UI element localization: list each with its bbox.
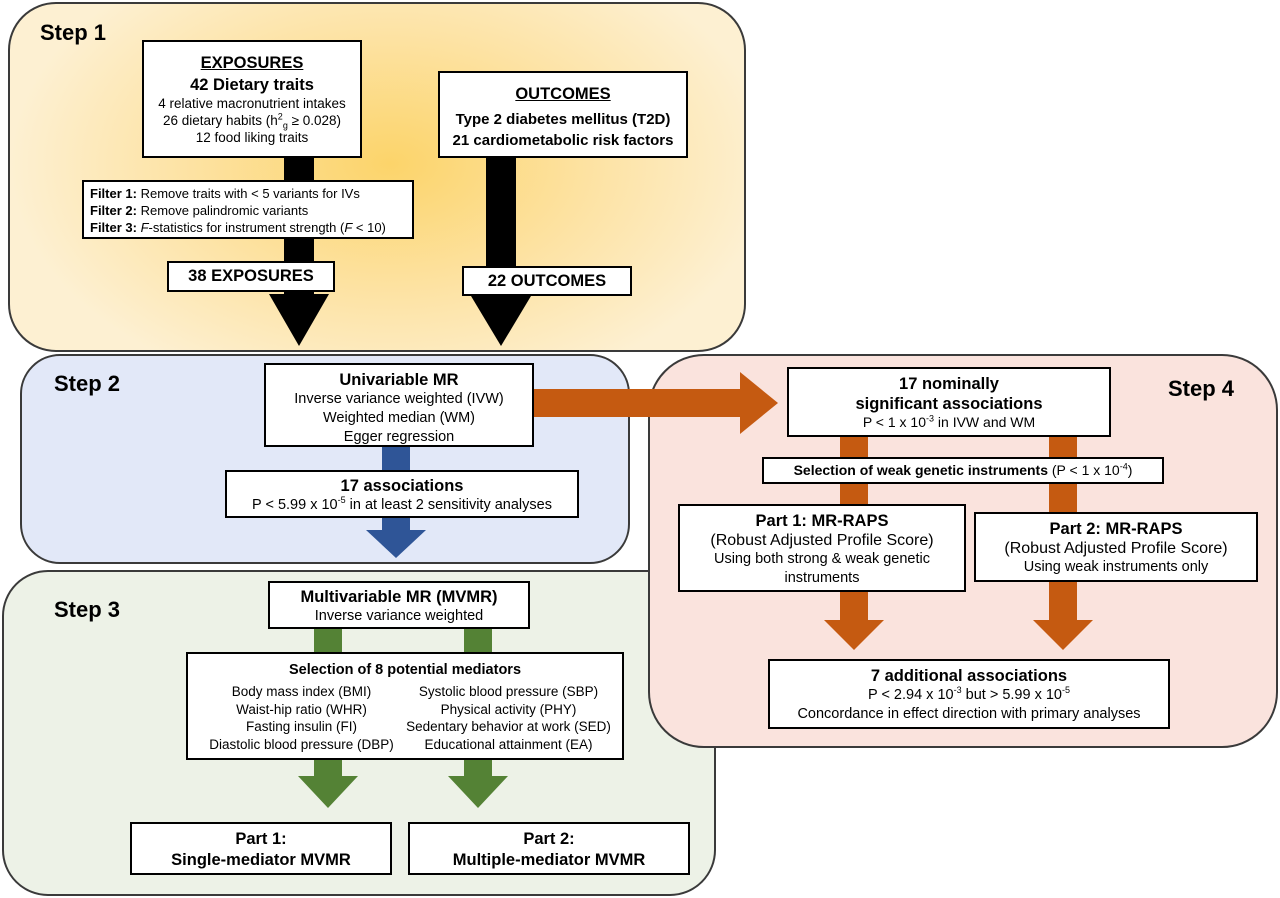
univariable-title: Univariable MR — [339, 371, 459, 389]
step1-label: Step 1 — [40, 20, 107, 45]
exposures-line1: 4 relative macronutrient intakes — [158, 96, 346, 111]
mvmr-part2-line2: Multiple-mediator MVMR — [452, 851, 646, 869]
exposures-count-box: 38 EXPOSURES — [167, 261, 335, 292]
mvmr-left-head — [298, 776, 358, 808]
outcomes-count-box: 22 OUTCOMES — [462, 266, 632, 296]
nominal-line1: 17 nominally — [899, 375, 999, 393]
mvmr-box: Multivariable MR (MVMR) Inverse variance… — [268, 581, 530, 629]
mediators-title: Selection of 8 potential mediators — [288, 662, 522, 678]
step3-label: Step 3 — [54, 597, 121, 622]
additional-title: 7 additional associations — [870, 667, 1068, 685]
step4-label: Step 4 — [1168, 376, 1235, 401]
filter2: Filter 2: Remove palindromic variants — [90, 203, 309, 218]
additional-box: 7 additional associations P < 2.94 x 10-… — [768, 659, 1170, 729]
filters-box: Filter 1: Remove traits with < 5 variant… — [82, 180, 414, 239]
mvmr-line1: Inverse variance weighted — [314, 608, 484, 624]
mediators-left-col: Body mass index (BMI) Waist-hip ratio (W… — [198, 683, 405, 753]
mediator-phy: Physical activity (PHY) — [440, 701, 577, 717]
outcomes-title: OUTCOMES — [515, 85, 611, 103]
nominal-line2: significant associations — [855, 395, 1043, 413]
mediator-ea: Educational attainment (EA) — [424, 736, 593, 752]
raps-part2-title: Part 2: MR-RAPS — [1049, 520, 1183, 538]
univariable-line2: Weighted median (WM) — [322, 410, 476, 426]
raps-part2-line2: Using weak instruments only — [1023, 559, 1209, 575]
exposures-arrow-head — [269, 294, 329, 346]
mvmr-part1-box: Part 1: Single-mediator MVMR — [130, 822, 392, 875]
mediator-bmi: Body mass index (BMI) — [231, 684, 372, 699]
nominal-line3: P < 1 x 10-3 in IVW and WM — [862, 413, 1036, 430]
outcomes-line2: 21 cardiometabolic risk factors — [452, 132, 674, 149]
associations-title: 17 associations — [340, 477, 464, 495]
raps-part1-line2: Using both strong & weak genetic — [713, 551, 930, 567]
univariable-box: Univariable MR Inverse variance weighted… — [264, 363, 534, 447]
step4-right-head — [1033, 620, 1093, 650]
nominal-box: 17 nominally significant associations P … — [787, 367, 1111, 437]
mediator-sbp: Systolic blood pressure (SBP) — [418, 684, 599, 699]
filter3: Filter 3: F-statistics for instrument st… — [90, 220, 386, 235]
mvmr-title: Multivariable MR (MVMR) — [300, 588, 498, 606]
mvmr-part2-line1: Part 2: — [523, 830, 575, 848]
mediator-sed: Sedentary behavior at work (SED) — [406, 719, 611, 734]
exposures-box: EXPOSURES 42 Dietary traits 4 relative m… — [142, 40, 362, 158]
outcomes-arrow-head — [471, 296, 531, 346]
mediators-box: Selection of 8 potential mediators Body … — [186, 652, 624, 760]
raps-part1-title: Part 1: MR-RAPS — [755, 512, 889, 530]
step2-label: Step 2 — [54, 371, 121, 396]
exposures-title: EXPOSURES — [200, 54, 304, 72]
outcomes-box: OUTCOMES Type 2 diabetes mellitus (T2D) … — [438, 71, 688, 158]
mvmr-part1-line2: Single-mediator MVMR — [171, 851, 351, 869]
exposures-line3: 12 food liking traits — [195, 130, 309, 145]
mediator-dbp: Diastolic blood pressure (DBP) — [209, 736, 394, 752]
mediator-fi: Fasting insulin (FI) — [245, 719, 358, 734]
univariable-line3: Egger regression — [343, 429, 455, 445]
associations-line: P < 5.99 x 10-5 in at least 2 sensitivit… — [252, 495, 552, 513]
outcomes-line1: Type 2 diabetes mellitus (T2D) — [455, 111, 671, 128]
mediator-whr: Waist-hip ratio (WHR) — [236, 701, 367, 717]
additional-line1: P < 2.94 x 10-3 but > 5.99 x 10-5 — [868, 685, 1070, 703]
raps-part2-line1: (Robust Adjusted Profile Score) — [1004, 540, 1228, 557]
additional-line2: Concordance in effect direction with pri… — [797, 706, 1141, 722]
exposures-line2: 26 dietary habits (h2g ≥ 0.028) — [162, 111, 342, 131]
filter1: Filter 1: Remove traits with < 5 variant… — [90, 186, 360, 201]
mvmr-right-head — [448, 776, 508, 808]
mediators-list: Body mass index (BMI) Waist-hip ratio (W… — [188, 683, 622, 753]
to-step4-arrow-shaft — [532, 389, 742, 417]
univariable-line1: Inverse variance weighted (IVW) — [294, 391, 504, 407]
associations-box: 17 associations P < 5.99 x 10-5 in at le… — [225, 470, 579, 518]
raps-part1-line3: instruments — [784, 570, 860, 586]
raps-part1-box: Part 1: MR-RAPS (Robust Adjusted Profile… — [678, 504, 966, 592]
mediators-right-col: Systolic blood pressure (SBP) Physical a… — [405, 683, 612, 753]
univariable-arrow-head — [366, 530, 426, 558]
raps-part1-line1: (Robust Adjusted Profile Score) — [710, 532, 934, 549]
exposures-subtitle: 42 Dietary traits — [190, 76, 314, 94]
mvmr-part2-box: Part 2: Multiple-mediator MVMR — [408, 822, 690, 875]
mvmr-part1-line1: Part 1: — [235, 830, 287, 848]
step4-left-head — [824, 620, 884, 650]
to-step4-arrow-head — [740, 372, 778, 434]
weak-selection-box: Selection of weak genetic instruments (P… — [762, 457, 1164, 484]
raps-part2-box: Part 2: MR-RAPS (Robust Adjusted Profile… — [974, 512, 1258, 582]
